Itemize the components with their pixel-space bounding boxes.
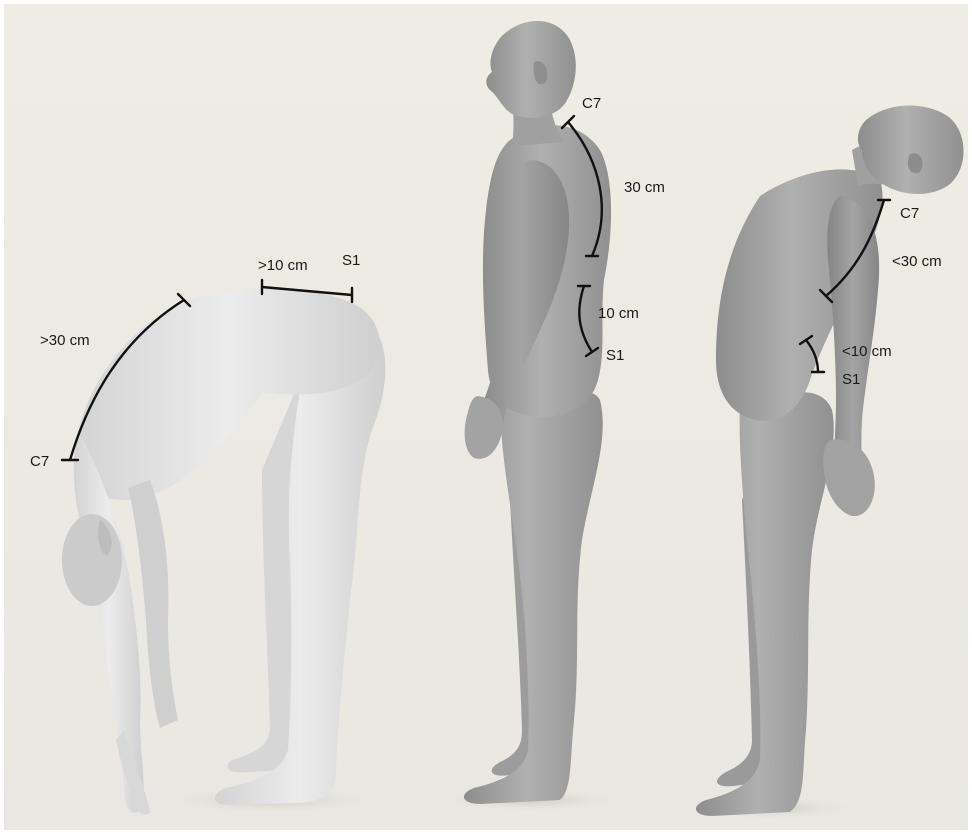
center-lower-length-label: 10 cm bbox=[598, 305, 639, 322]
right-c7-label: C7 bbox=[900, 205, 919, 222]
center-upper-length-label: 30 cm bbox=[624, 179, 665, 196]
center-s1-label: S1 bbox=[606, 347, 624, 364]
left-s1-label: S1 bbox=[342, 252, 360, 269]
left-figure-head bbox=[62, 514, 122, 606]
right-s1-label: S1 bbox=[842, 371, 860, 388]
center-c7-label: C7 bbox=[582, 95, 601, 112]
left-upper-length-label: >30 cm bbox=[40, 332, 90, 349]
left-lower-length-label: >10 cm bbox=[258, 257, 308, 274]
right-upper-length-label: <30 cm bbox=[892, 253, 942, 270]
left-c7-label: C7 bbox=[30, 453, 49, 470]
right-lower-length-label: <10 cm bbox=[842, 343, 892, 360]
